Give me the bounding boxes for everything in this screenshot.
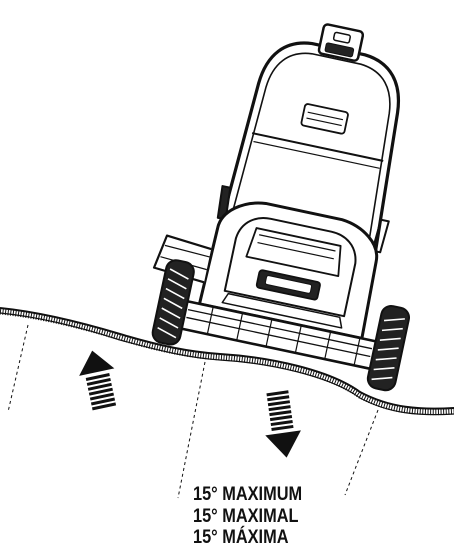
caption-line-english: 15° MAXIMUM (193, 484, 303, 505)
arrow-down-icon (265, 390, 301, 458)
mower-body (197, 201, 379, 340)
start-button-icon (317, 23, 365, 62)
arrow-up-icon (79, 350, 117, 411)
right-wheel (366, 304, 410, 392)
caption-line-spanish: 15° MÁXIMA (193, 527, 289, 548)
max-slope-caption: 15° MAXIMUM 15° MAXIMAL 15° MÁXIMA (193, 484, 302, 549)
dashed-guide-lines (7, 324, 379, 499)
ground-slope (0, 307, 454, 416)
caption-line-german: 15° MAXIMAL (193, 505, 299, 527)
lawn-mower (151, 23, 410, 392)
left-wheel (151, 259, 195, 346)
